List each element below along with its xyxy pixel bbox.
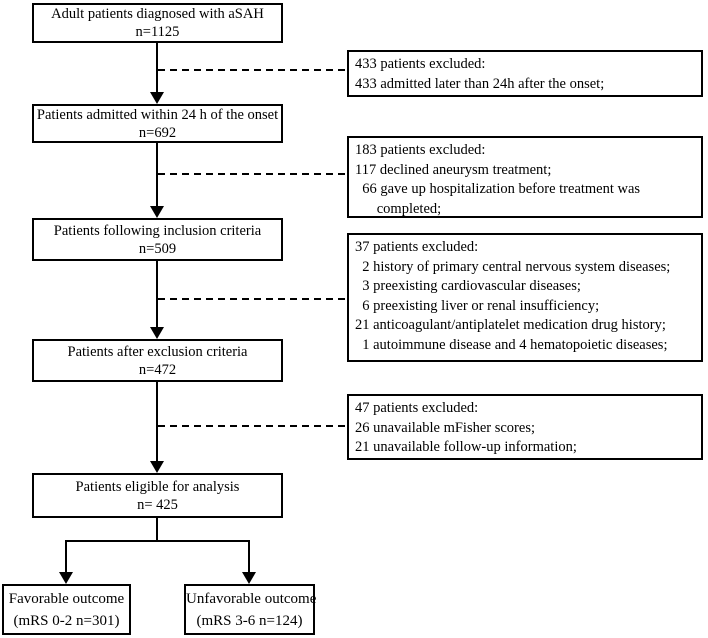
down-arrowhead-icon bbox=[150, 461, 164, 473]
exclusion-line: 3 preexisting cardiovascular diseases; bbox=[355, 278, 581, 294]
outcome-box-unfavorable: Unfavorable outcome (mRS 3-6 n=124) bbox=[184, 584, 317, 635]
exclusion-line: 21 anticoagulant/antiplatelet medication… bbox=[355, 317, 666, 333]
exclusion-line: 183 patients excluded: bbox=[355, 142, 486, 158]
down-arrowhead-icon bbox=[150, 327, 164, 339]
branch-stem-line bbox=[156, 518, 158, 542]
box-text: Patients admitted within 24 h of the ons… bbox=[36, 106, 279, 123]
exclusion-line: 26 unavailable mFisher scores; bbox=[355, 419, 535, 436]
arrow-line-1 bbox=[156, 43, 158, 93]
exclusion-line: completed; bbox=[355, 200, 442, 217]
exclusion-line: 117 declined aneurysm treatment; bbox=[355, 161, 552, 178]
dashed-connector-3 bbox=[158, 298, 347, 300]
exclusion-line: 433 patients excluded: bbox=[355, 56, 486, 72]
exclusion-box-183: 183 patients excluded: 117 declined aneu… bbox=[347, 136, 703, 218]
box-text: Patients following inclusion criteria bbox=[53, 222, 262, 239]
exclusion-line: 6 preexisting liver or renal insufficien… bbox=[355, 297, 600, 314]
arrow-line-2 bbox=[156, 143, 158, 207]
branch-horizontal-line bbox=[65, 540, 250, 542]
branch-right-line bbox=[248, 540, 250, 573]
down-arrowhead-icon bbox=[150, 206, 164, 218]
flow-box-eligible: Patients eligible for analysis n= 425 bbox=[32, 473, 283, 518]
exclusion-box-47: 47 patients excluded: 26 unavailable mFi… bbox=[347, 394, 703, 460]
outcome-box-favorable: Favorable outcome (mRS 0-2 n=301) bbox=[2, 584, 131, 635]
dashed-connector-1 bbox=[158, 69, 347, 71]
box-text: Patients after exclusion criteria bbox=[67, 343, 248, 360]
box-text: Patients eligible for analysis bbox=[75, 478, 240, 495]
exclusion-line: 37 patients excluded: bbox=[355, 239, 479, 255]
box-text: Favorable outcome bbox=[8, 590, 125, 607]
flow-box-admitted: Patients admitted within 24 h of the ons… bbox=[32, 104, 283, 143]
box-text: Unfavorable outcome bbox=[186, 590, 317, 607]
exclusion-line: 21 unavailable follow-up information; bbox=[355, 439, 577, 455]
exclusion-line: 2 history of primary central nervous sys… bbox=[355, 258, 671, 275]
branch-left-line bbox=[65, 540, 67, 573]
exclusion-line: 66 gave up hospitalization before treatm… bbox=[355, 181, 641, 197]
box-text: Adult patients diagnosed with aSAH bbox=[51, 6, 264, 22]
box-count: n=1125 bbox=[135, 24, 180, 40]
box-count: n=509 bbox=[138, 240, 177, 257]
down-arrowhead-icon bbox=[59, 572, 73, 584]
box-count: n=692 bbox=[138, 124, 177, 141]
down-arrowhead-icon bbox=[242, 572, 256, 584]
flow-box-after-exclusion: Patients after exclusion criteria n=472 bbox=[32, 339, 283, 382]
box-count: (mRS 0-2 n=301) bbox=[13, 612, 120, 629]
exclusion-line: 1 autoimmune disease and 4 hematopoietic… bbox=[355, 336, 668, 353]
exclusion-line: 47 patients excluded: bbox=[355, 400, 479, 416]
box-count: (mRS 3-6 n=124) bbox=[196, 612, 303, 629]
arrow-line-4 bbox=[156, 382, 158, 462]
arrow-line-3 bbox=[156, 261, 158, 328]
dashed-connector-2 bbox=[158, 173, 347, 175]
exclusion-line: 433 admitted later than 24h after the on… bbox=[355, 75, 605, 92]
exclusion-box-433: 433 patients excluded: 433 admitted late… bbox=[347, 50, 703, 97]
box-count: n= 425 bbox=[137, 496, 178, 513]
flow-box-inclusion: Patients following inclusion criteria n=… bbox=[32, 218, 283, 261]
dashed-connector-4 bbox=[158, 425, 347, 427]
box-count: n=472 bbox=[138, 361, 177, 378]
down-arrowhead-icon bbox=[150, 92, 164, 104]
exclusion-box-37: 37 patients excluded: 2 history of prima… bbox=[347, 233, 703, 362]
flow-box-diagnosed: Adult patients diagnosed with aSAH n=112… bbox=[32, 3, 283, 43]
